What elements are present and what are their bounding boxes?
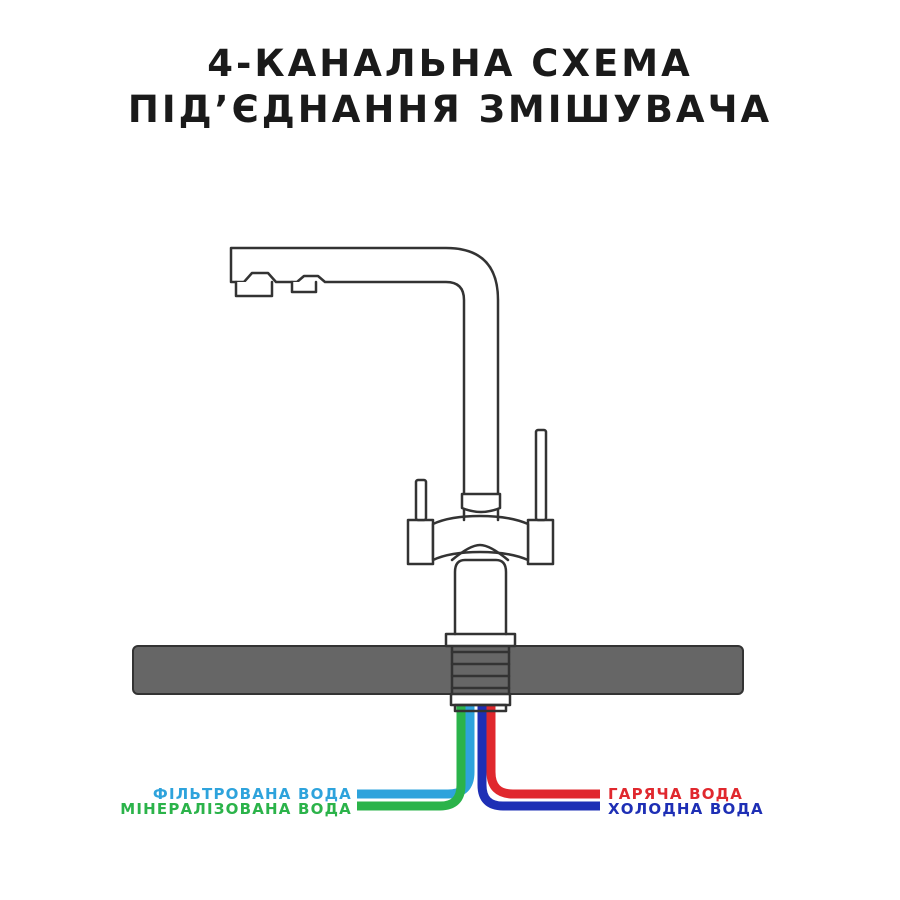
label-mineralized-water: МІНЕРАЛІЗОВАНА ВОДА [120,800,352,818]
title-line-1: 4-КАНАЛЬНА СХЕМА [207,42,693,85]
label-hot-water: ГАРЯЧА ВОДА [608,785,743,803]
title-line-2: ПІД’ЄДНАННЯ ЗМІШУВАЧА [127,88,773,131]
pipes [357,705,600,811]
pipe-hot [486,705,600,799]
countertop [132,645,744,695]
label-filtered-water: ФІЛЬТРОВАНА ВОДА [153,785,352,803]
faucet-icon [229,246,555,713]
pipe-cold [477,705,600,811]
label-cold-water: ХОЛОДНА ВОДА [608,800,764,818]
pipe-mineral [357,705,466,811]
pipe-filtered [357,705,475,799]
